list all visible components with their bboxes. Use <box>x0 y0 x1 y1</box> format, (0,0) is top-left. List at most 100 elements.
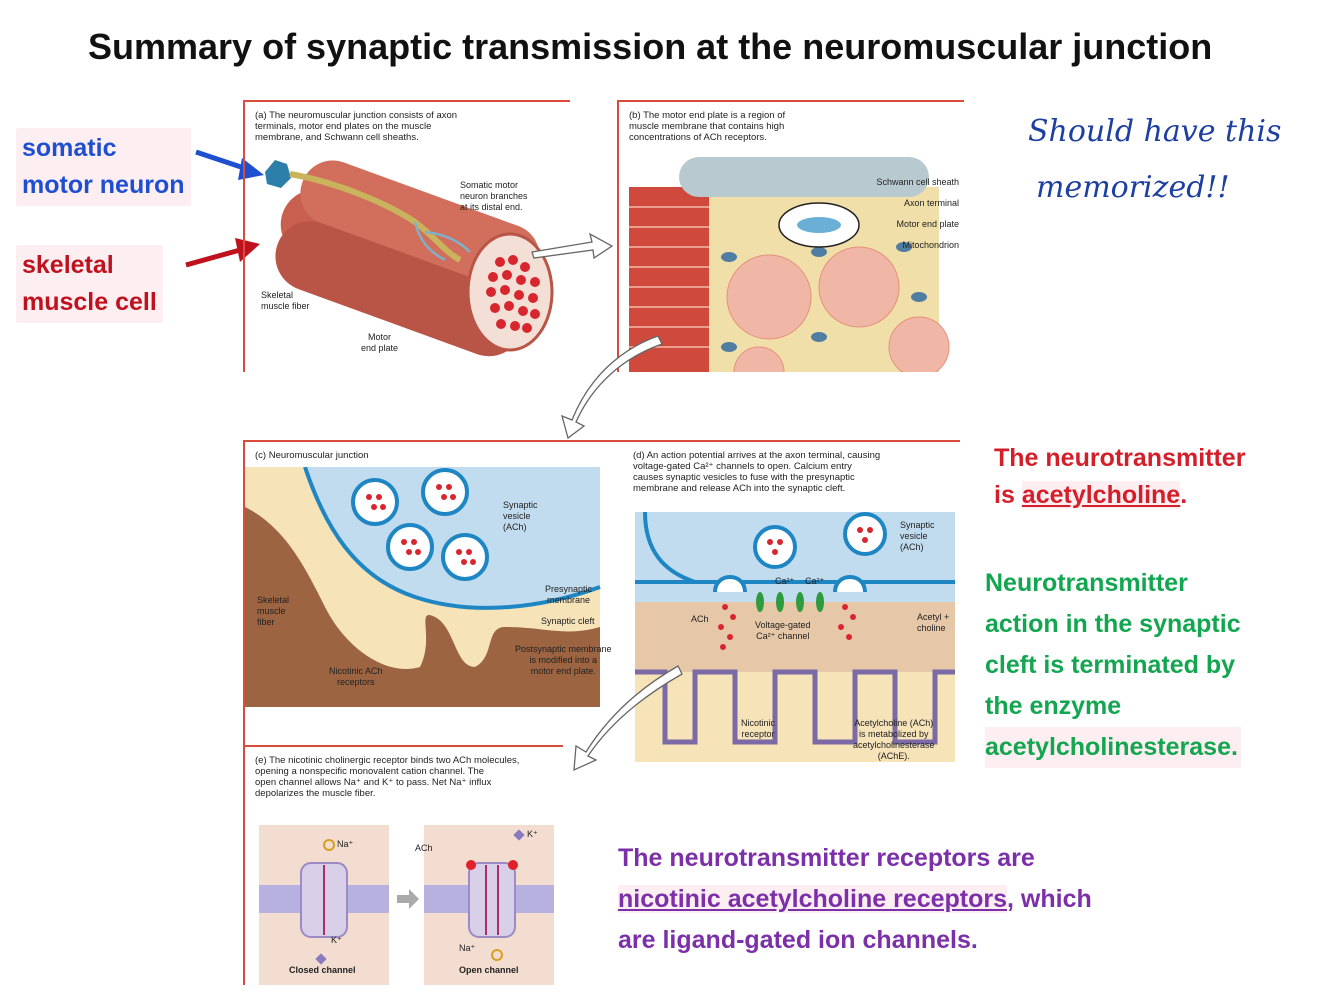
panel-cd: (c) Neuromuscular junction Synaptic vesi… <box>243 440 960 767</box>
d-label-vesicle: Synaptic vesicle (ACh) <box>900 520 935 553</box>
d-label-ache: Acetylcholine (ACh) is metabolized by ac… <box>853 718 935 762</box>
fiber-cross-section <box>466 232 554 352</box>
label-line: Ca²⁺ channel <box>756 631 810 641</box>
ach-molecules-d <box>718 527 873 650</box>
caption-line: (b) The motor end plate is a region of <box>629 110 786 121</box>
label-line: Nicotinic <box>741 718 776 728</box>
axon-terminal <box>797 217 841 233</box>
panel-e: (e) The nicotinic cholinergic receptor b… <box>243 745 563 985</box>
note-line: is acetylcholine. <box>994 477 1245 514</box>
handwritten-line: memorized!! <box>1036 170 1230 205</box>
annotation-line: somatic <box>22 134 117 162</box>
label-mitochondrion: Mitochondrion <box>902 240 959 250</box>
label-line: (AChE). <box>877 751 910 761</box>
label-schwann-cell-sheath: Schwann cell sheath <box>876 177 959 187</box>
label-line: Nicotinic ACh <box>329 666 383 676</box>
label-line: Voltage-gated <box>755 620 811 630</box>
handwritten-note: Should have this memorized!! <box>1028 104 1281 216</box>
label-skeletal-fiber: Skeletal muscle fiber <box>261 290 310 312</box>
transition-arrow <box>397 889 419 909</box>
label-line: muscle <box>257 606 286 616</box>
caption-line: membrane and release ACh into the synapt… <box>633 483 846 494</box>
neurotransmitter-note: The neurotransmitter is acetylcholine. <box>994 440 1245 514</box>
channel-illustration-e <box>259 825 554 985</box>
panel-d-caption: (d) An action potential arrives at the a… <box>633 450 880 494</box>
handwritten-line: Should have this <box>1028 114 1282 149</box>
e-label-na-bottom: Na⁺ <box>459 943 476 953</box>
e-label-na-top: Na⁺ <box>337 839 354 849</box>
ach-dots <box>366 484 476 565</box>
panel-c-caption: (c) Neuromuscular junction <box>255 450 369 461</box>
label-line: Somatic motor <box>460 180 519 190</box>
synaptic-vesicles <box>351 468 489 581</box>
label-line: Presynaptic <box>545 584 593 594</box>
label-line: vesicle <box>503 511 531 521</box>
label-line: vesicle <box>900 531 928 541</box>
synaptic-cleft-d <box>635 602 955 672</box>
panel-b-caption: (b) The motor end plate is a region of m… <box>629 110 785 143</box>
ach-bound-2 <box>508 860 518 870</box>
note-suffix: . <box>1180 481 1188 509</box>
label-line: Motor <box>368 332 392 342</box>
c-label-postsynaptic: Postsynaptic membrane is modified into a… <box>515 644 612 677</box>
note-line: the enzyme <box>985 692 1122 720</box>
label-line: acetylcholinesterase <box>853 740 935 750</box>
red-arrow <box>185 247 241 268</box>
label-line: Synaptic <box>900 520 935 530</box>
panel-b: (b) The motor end plate is a region of m… <box>617 100 964 372</box>
myofibril-circles <box>726 246 950 372</box>
label-line: (ACh) <box>900 542 924 552</box>
schwann-sheath <box>679 157 929 197</box>
caption-line: depolarizes the muscle fiber. <box>255 788 376 799</box>
label-line: Skeletal <box>257 595 290 605</box>
caption-line: muscle membrane that contains high <box>629 121 785 132</box>
axon-branches <box>413 221 471 262</box>
e-label-k-top: K⁺ <box>527 829 538 839</box>
caption-line: membrane, and Schwann cell sheaths. <box>255 132 419 143</box>
label-line: Acetyl + <box>917 612 950 622</box>
c-label-vesicle: Synaptic vesicle (ACh) <box>503 500 538 533</box>
label-line: Skeletal <box>261 290 294 300</box>
ca-channels <box>756 592 824 612</box>
somatic-motor-neuron-label: somatic motor neuron <box>16 128 191 206</box>
d-label-ach: ACh <box>691 614 709 624</box>
acetylcholine-highlight: acetylcholine <box>1021 481 1181 509</box>
caption-line: opening a nonspecific monovalent cation … <box>255 766 485 777</box>
striations <box>629 206 709 348</box>
panel-a: (a) The neuromuscular junction consists … <box>243 100 570 372</box>
junction-illustration-c <box>245 467 601 707</box>
d-label-voltage-gated: Voltage-gated Ca²⁺ channel <box>755 620 811 642</box>
motor-end-plate-illustration <box>629 157 950 372</box>
label-line: muscle fiber <box>261 301 310 311</box>
caption-line: (d) An action potential arrives at the a… <box>633 450 881 461</box>
label-axon-terminal: Axon terminal <box>903 198 959 208</box>
na-icon-closed <box>323 839 335 851</box>
e-label-open-channel: Open channel <box>459 965 519 975</box>
e-label-k-bottom: K⁺ <box>331 935 342 945</box>
page-title: Summary of synaptic transmission at the … <box>88 26 1213 67</box>
e-label-closed-channel: Closed channel <box>289 965 356 975</box>
axon <box>289 171 462 263</box>
panel-b-labels: Schwann cell sheath Axon terminal Motor … <box>859 172 959 256</box>
label-line: Postsynaptic membrane <box>515 644 612 654</box>
pointer-arrows <box>185 149 264 268</box>
note-line: acetylcholinesterase. <box>985 727 1241 768</box>
axon-terminal-d <box>635 512 955 602</box>
c-label-fiber: Skeletal muscle fiber <box>257 595 289 628</box>
label-line: fiber <box>257 617 275 627</box>
skeletal-muscle-cell-label: skeletal muscle cell <box>16 245 163 323</box>
e-label-ach: ACh <box>415 843 433 853</box>
note-prefix: is <box>994 481 1022 509</box>
ach-bound-1 <box>466 860 476 870</box>
note-line: cleft is terminated by <box>985 651 1236 679</box>
caption-line: (a) The neuromuscular junction consists … <box>255 110 458 121</box>
label-motor-end-plate: Motor end plate <box>896 219 959 229</box>
termination-note: Neurotransmitter action in the synaptic … <box>985 563 1241 768</box>
panel-a-caption: (a) The neuromuscular junction consists … <box>255 110 457 143</box>
note-line: Neurotransmitter <box>985 569 1188 597</box>
red-arrowhead <box>235 238 260 262</box>
panel-e-caption: (e) The nicotinic cholinergic receptor b… <box>255 755 519 799</box>
label-line: is metabolized by <box>859 729 929 739</box>
open-receptor <box>468 862 516 938</box>
arrow-d-to-e <box>573 665 683 772</box>
